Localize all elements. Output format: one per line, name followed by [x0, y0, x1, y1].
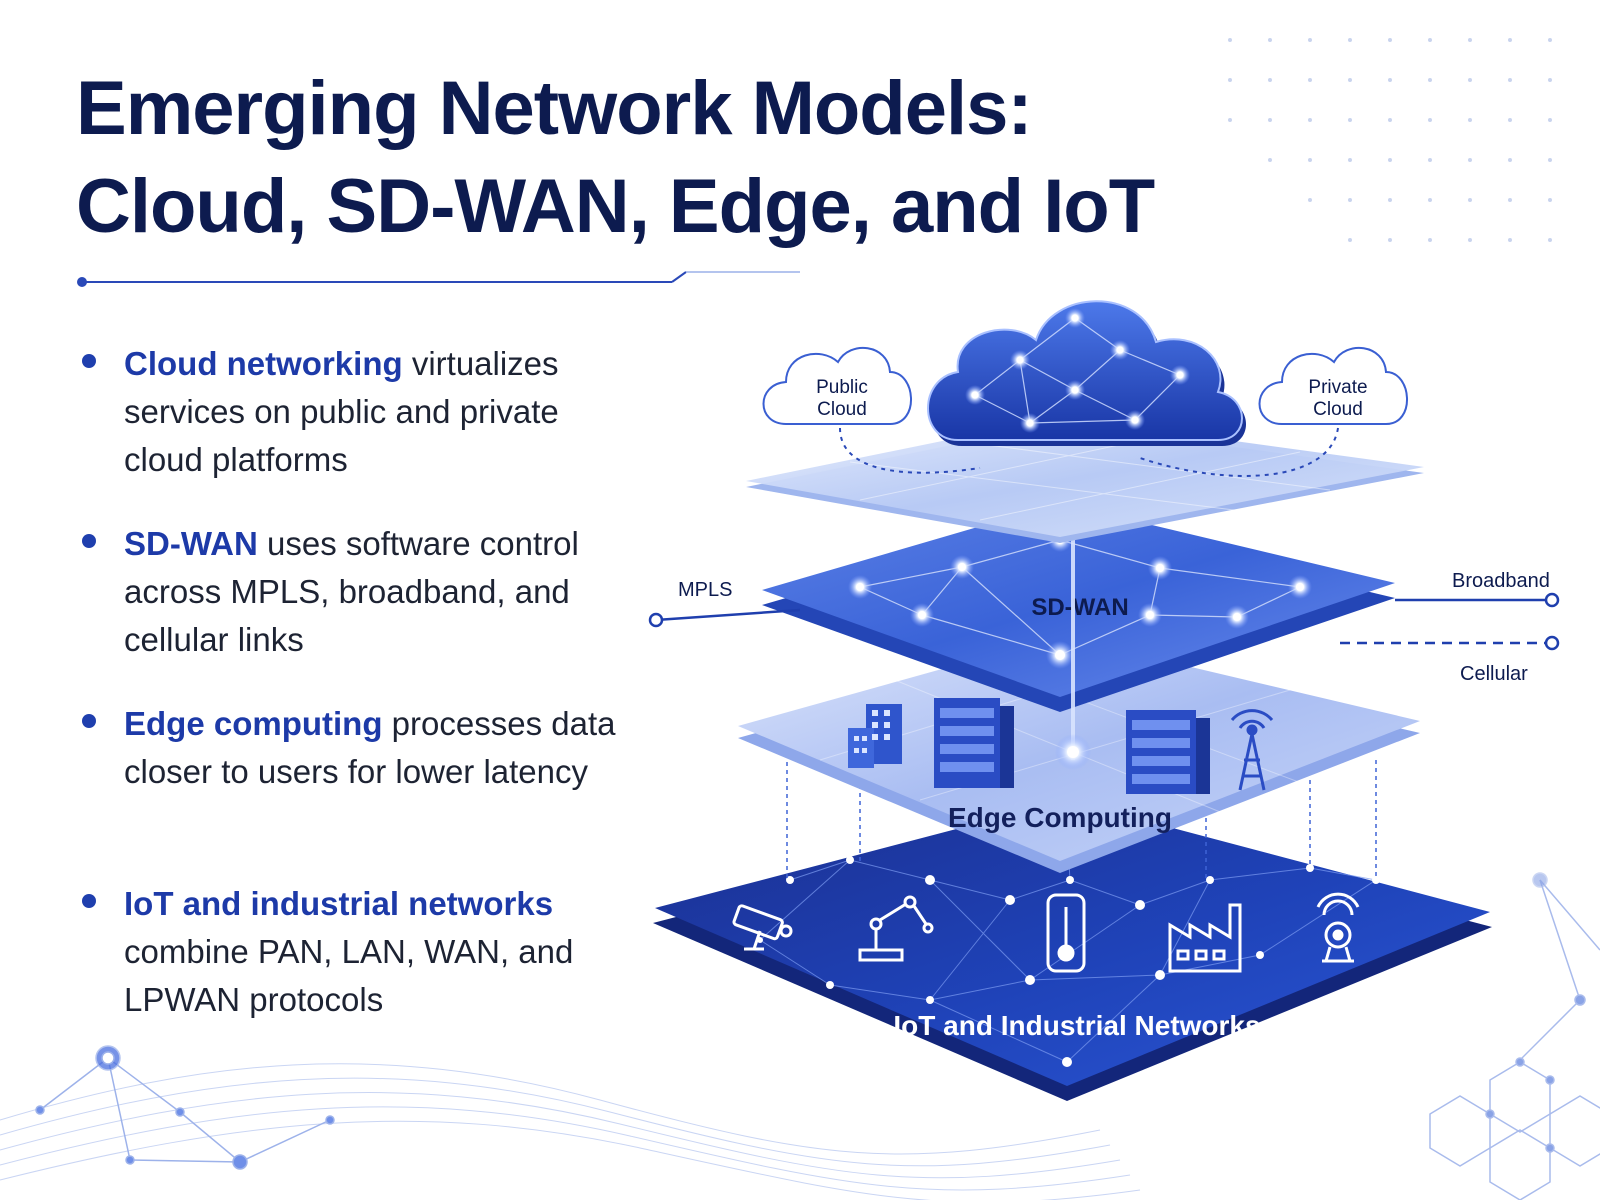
title-underline — [77, 271, 800, 287]
server-rack-icon — [1126, 710, 1210, 794]
bullet-text: IoT and industrial networks combine PAN,… — [124, 880, 644, 1024]
bullet-dot-icon — [82, 714, 96, 728]
broadband-link-endpoint — [1544, 592, 1560, 608]
bullet-dot-icon — [82, 354, 96, 368]
robotic-arm-icon — [858, 895, 934, 962]
page-title: Emerging Network Models: Cloud, SD-WAN, … — [76, 60, 1226, 256]
public-cloud-icon — [762, 346, 912, 425]
bullet-description: combine PAN, LAN, WAN, and LPWAN protoco… — [124, 933, 574, 1018]
corner-network-left — [35, 1045, 335, 1170]
main-cloud-icon — [927, 300, 1246, 446]
private-cloud-label-line1: Private — [1308, 377, 1367, 398]
cellular-label: Cellular — [1460, 663, 1528, 685]
iot-mesh-lines — [759, 829, 1377, 1063]
broadband-label: Broadband — [1452, 570, 1550, 592]
bullet-description: virtualizes services on public and priva… — [124, 345, 559, 478]
edge-layer-label: Edge Computing — [948, 802, 1172, 833]
dot-grid — [1228, 38, 1552, 242]
server-rack-icon — [934, 698, 1014, 788]
private-cloud-icon — [1258, 346, 1408, 425]
thermometer-icon — [1046, 893, 1086, 973]
bullet-cloud-networking: Cloud networking virtualizes services on… — [76, 340, 636, 520]
office-building-icon — [848, 704, 902, 768]
bullet-term: SD-WAN — [124, 525, 258, 562]
bullet-text: SD-WAN uses software control across MPLS… — [124, 520, 644, 664]
mpls-link-endpoint — [648, 612, 664, 628]
title-line-1: Emerging Network Models: — [76, 66, 1033, 151]
bullet-sd-wan: SD-WAN uses software control across MPLS… — [76, 520, 636, 700]
cloud-nodes — [965, 308, 1190, 433]
cell-tower-icon — [1230, 709, 1274, 791]
private-cloud-label-line2: Cloud — [1313, 399, 1363, 420]
mpls-label: MPLS — [678, 579, 732, 601]
private-cloud-connector — [1139, 427, 1339, 477]
wave-lines — [0, 1063, 1141, 1200]
bullet-text: Edge computing processes data closer to … — [124, 700, 644, 796]
wan-links: MPLS Broadband Cellular — [648, 570, 1560, 685]
bullet-list: Cloud networking virtualizes services on… — [76, 340, 636, 1060]
factory-icon — [1168, 903, 1242, 973]
public-cloud-label-line2: Cloud — [817, 399, 867, 420]
sdwan-layer-label: SD-WAN — [1031, 594, 1128, 621]
bullet-iot-networks: IoT and industrial networks combine PAN,… — [76, 880, 636, 1060]
public-cloud: Public Cloud — [762, 346, 912, 425]
corner-network-right — [1429, 872, 1600, 1200]
iot-layer: IoT and Industrial Networks — [653, 800, 1492, 1101]
iot-layer-label: IoT and Industrial Networks — [893, 1010, 1260, 1041]
sdwan-nodes — [848, 528, 1312, 669]
sdwan-layer: SD-WAN — [762, 503, 1395, 712]
bullet-edge-computing: Edge computing processes data closer to … — [76, 700, 636, 880]
public-cloud-label-line1: Public — [816, 377, 868, 398]
bullet-term: IoT and industrial networks — [124, 885, 554, 922]
bullet-description: processes data closer to users for lower… — [124, 705, 616, 790]
bullet-term: Cloud networking — [124, 345, 403, 382]
title-line-2: Cloud, SD-WAN, Edge, and IoT — [76, 164, 1155, 249]
private-cloud: Private Cloud — [1258, 346, 1408, 425]
bullet-description: uses software control across MPLS, broad… — [124, 525, 579, 658]
bullet-dot-icon — [82, 534, 96, 548]
bullet-dot-icon — [82, 894, 96, 908]
security-camera-icon — [732, 904, 793, 951]
cellular-link-endpoint — [1544, 635, 1560, 651]
bullet-text: Cloud networking virtualizes services on… — [124, 340, 644, 484]
wireless-sensor-icon — [1316, 892, 1360, 963]
bullet-term: Edge computing — [124, 705, 383, 742]
